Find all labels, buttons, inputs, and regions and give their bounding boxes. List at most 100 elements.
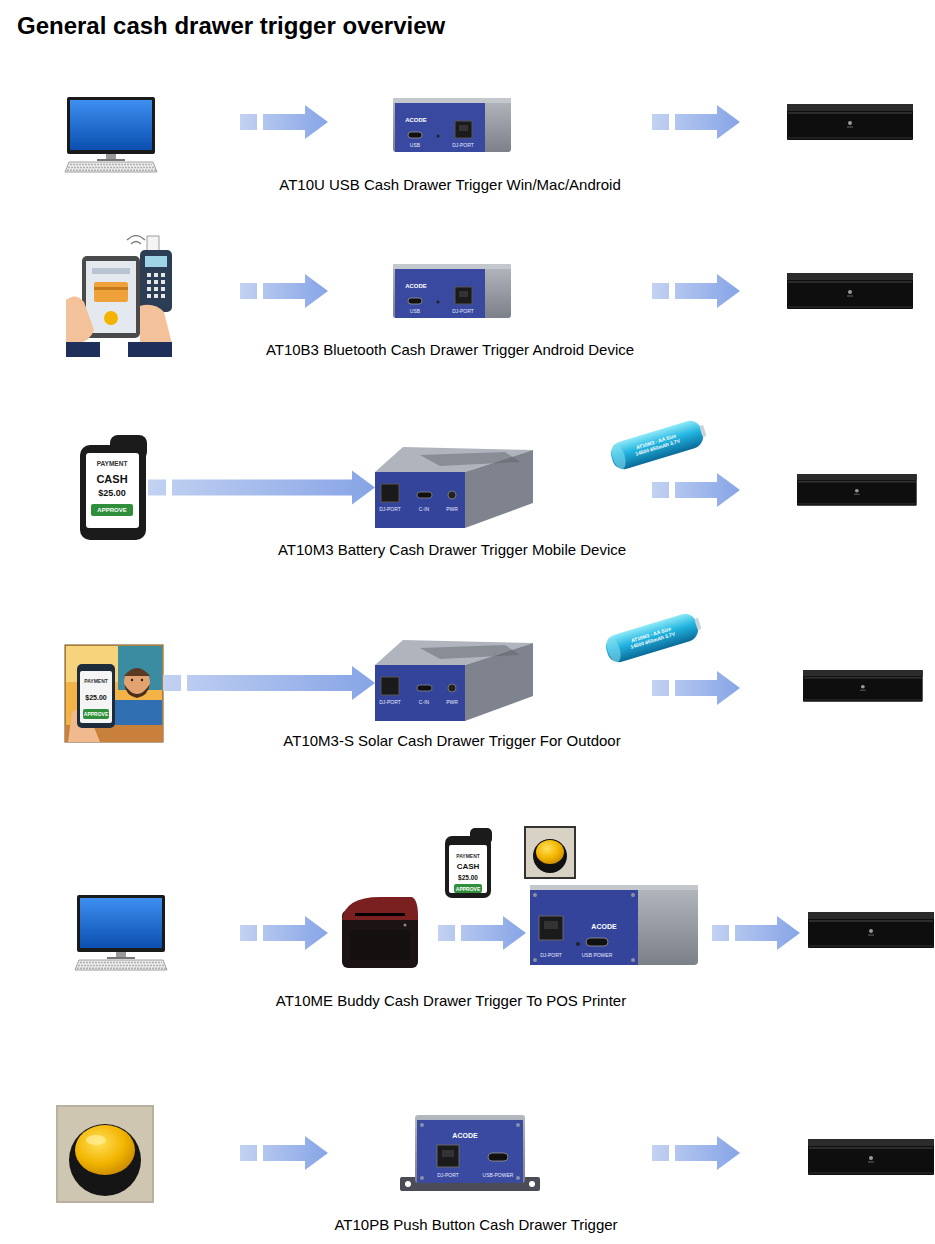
tablet-with-card-reader bbox=[145, 256, 167, 267]
port-label: USB POWER bbox=[582, 953, 613, 958]
push-button-trigger-device bbox=[529, 1181, 535, 1187]
screen-button-text: APPROVE bbox=[84, 712, 108, 717]
tablet-with-card-reader bbox=[66, 342, 100, 357]
push-button-trigger-device bbox=[405, 1181, 411, 1187]
battery-label: AT10M3 - AA Size 14500 650mAh 3.7V bbox=[629, 431, 686, 458]
tablet-with-card-reader bbox=[94, 287, 128, 290]
battery-trigger-device bbox=[375, 472, 465, 528]
port-label: USB-POWER bbox=[483, 1173, 514, 1178]
payment-terminal bbox=[80, 435, 147, 540]
artwork bbox=[787, 273, 913, 309]
screen-text: CASH bbox=[457, 863, 480, 871]
payment-terminal bbox=[80, 445, 146, 540]
printer-trigger-device bbox=[539, 916, 563, 940]
receipt-printer bbox=[350, 930, 410, 960]
push-button-trigger-device bbox=[437, 1145, 459, 1167]
artwork bbox=[240, 916, 328, 950]
printer-trigger-device bbox=[530, 885, 698, 890]
tablet-with-card-reader bbox=[140, 305, 172, 344]
artwork bbox=[375, 640, 533, 721]
push-button bbox=[533, 839, 567, 873]
screen-button-text: APPROVE bbox=[97, 507, 126, 513]
printer-trigger-device bbox=[586, 938, 608, 946]
printer-trigger-device bbox=[533, 893, 537, 897]
trigger-device: ACODEUSBDJ-PORTAT10B3 Bluetooth Cash Dra… bbox=[393, 264, 511, 318]
push-button bbox=[69, 1124, 141, 1196]
battery bbox=[608, 417, 709, 472]
artwork bbox=[393, 264, 511, 318]
tablet-with-card-reader bbox=[147, 275, 165, 296]
flow-arrow bbox=[148, 480, 166, 496]
food-truck-illustration bbox=[80, 671, 112, 723]
screen-text: PAYMENT bbox=[97, 461, 128, 468]
food-truck-illustration bbox=[124, 668, 150, 676]
tablet-with-card-reader bbox=[127, 236, 145, 245]
push-button-trigger-device bbox=[516, 1123, 520, 1127]
food-truck-illustration bbox=[83, 709, 109, 719]
artwork bbox=[808, 912, 934, 948]
usb-trigger-device bbox=[393, 98, 511, 103]
port-label: DJ-PORT bbox=[452, 309, 474, 314]
device-label: ACODE bbox=[591, 923, 616, 930]
payment-terminal bbox=[454, 884, 482, 893]
usb-trigger-device bbox=[437, 135, 440, 138]
port-label: PWR bbox=[446, 507, 458, 512]
push-button-trigger-device bbox=[417, 1120, 523, 1183]
artwork bbox=[240, 1136, 328, 1170]
product-caption: AT10M3 Battery Cash Drawer Trigger Mobil… bbox=[278, 542, 626, 557]
flow-arrow bbox=[163, 675, 181, 691]
printer-trigger-device bbox=[631, 893, 635, 897]
usb-trigger-device bbox=[408, 132, 422, 138]
trigger-device: ACODEDJ-PORTUSB POWERAT10ME Buddy Cash D… bbox=[530, 885, 698, 965]
battery bbox=[608, 418, 706, 472]
port-label: C-IN bbox=[419, 507, 429, 512]
usb-trigger-device bbox=[459, 125, 468, 131]
printer-trigger-device bbox=[530, 890, 638, 965]
printer-trigger-device bbox=[530, 885, 698, 965]
push-button bbox=[525, 827, 575, 878]
push-button bbox=[75, 1125, 135, 1175]
push-button-trigger-device bbox=[415, 1115, 525, 1183]
artwork bbox=[712, 916, 800, 950]
receipt-printer bbox=[404, 924, 407, 927]
payment-terminal bbox=[445, 828, 492, 898]
device-label: ACODE bbox=[405, 117, 427, 123]
printer-trigger-device bbox=[631, 958, 635, 962]
tablet-with-card-reader bbox=[128, 342, 172, 357]
printer-trigger-device bbox=[576, 942, 580, 946]
push-button bbox=[56, 1105, 154, 1203]
battery-label: AT10M3 - AA Size 14500 650mAh 3.7V bbox=[624, 624, 681, 651]
port-label: USB bbox=[410, 309, 420, 314]
usb-trigger-device bbox=[393, 98, 511, 152]
tablet-with-card-reader bbox=[86, 261, 136, 333]
battery: AT10M3 - AA Size 14500 650mAh 3.7V bbox=[608, 420, 708, 470]
push-button-trigger-device bbox=[420, 1176, 424, 1180]
device-label: ACODE bbox=[452, 1132, 477, 1139]
payment-terminal bbox=[449, 845, 487, 893]
artwork bbox=[652, 274, 740, 308]
battery: AT10M3 - AA Size 14500 650mAh 3.7V bbox=[603, 610, 703, 662]
payment-terminal bbox=[86, 453, 139, 528]
screen-text: $25.00 bbox=[85, 694, 106, 701]
screen-button-text: APPROVE bbox=[456, 887, 480, 892]
artwork bbox=[652, 671, 740, 705]
flow-arrow bbox=[163, 666, 375, 700]
receipt-printer bbox=[342, 897, 418, 920]
tablet-with-card-reader bbox=[104, 311, 118, 325]
push-button-trigger-device bbox=[420, 1123, 424, 1127]
push-button bbox=[525, 827, 575, 878]
payment-terminal: PAYMENTCASH$25.00APPROVE bbox=[78, 435, 148, 540]
artwork bbox=[652, 105, 740, 139]
food-truck-illustration bbox=[124, 684, 150, 698]
tablet-with-card-reader bbox=[140, 250, 172, 312]
artwork bbox=[65, 97, 157, 172]
food-truck-illustration bbox=[141, 679, 143, 681]
printer-trigger-device bbox=[530, 885, 698, 965]
device-label: ACODE bbox=[405, 283, 427, 289]
port-label: DJ-PORT bbox=[452, 143, 474, 148]
push-button-trigger-device bbox=[516, 1176, 520, 1180]
food-truck-illustration bbox=[131, 679, 133, 681]
port-label: DJ-PORT bbox=[540, 953, 562, 958]
port-label: PWR bbox=[446, 700, 458, 705]
push-button bbox=[536, 840, 564, 864]
